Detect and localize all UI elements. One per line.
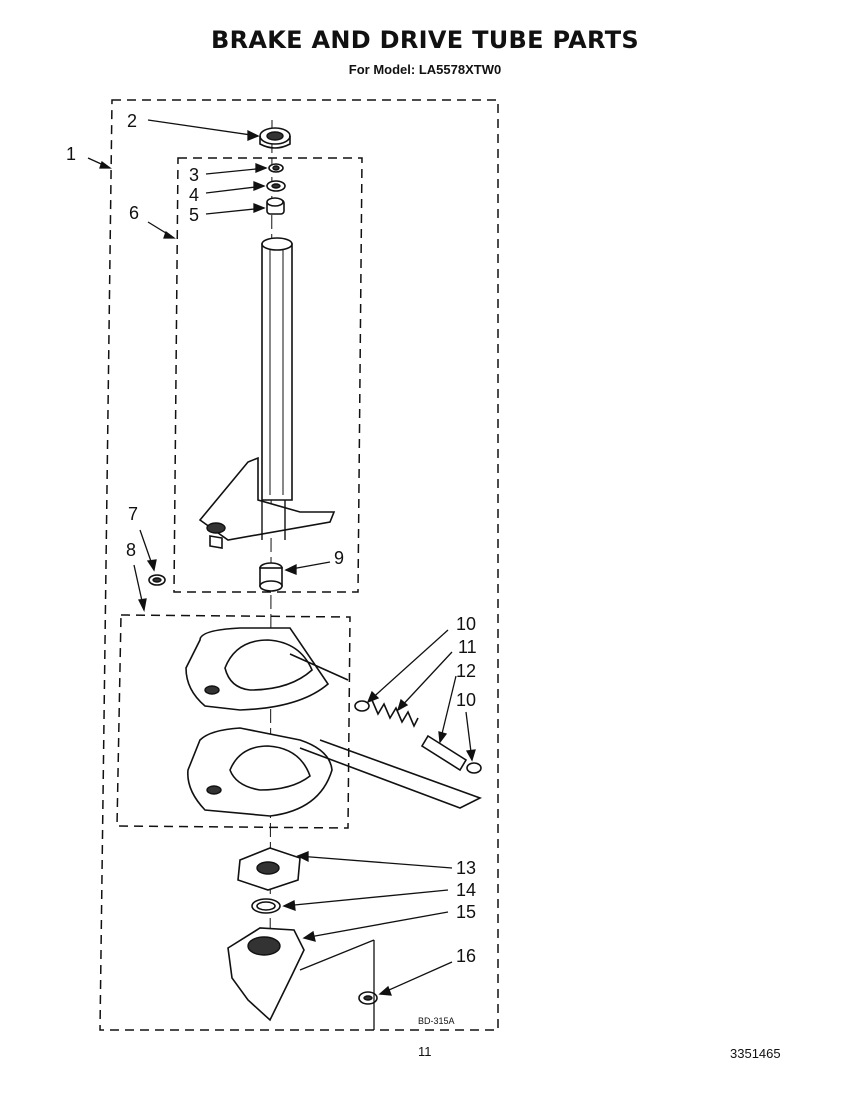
callout-label: 6: [129, 203, 139, 223]
callout-label: 16: [456, 946, 476, 966]
brake-outline-box: [116, 614, 351, 829]
bearing-part: [259, 127, 291, 149]
model-subtitle: For Model: LA5578XTW0: [348, 62, 502, 77]
callout-label: 9: [334, 548, 344, 568]
callout-label: 5: [189, 205, 199, 225]
brake-shoe-lower-part: [187, 727, 333, 817]
boot-part: [227, 927, 305, 1022]
clip-part: [148, 574, 166, 586]
drive-tube-part: [198, 237, 336, 549]
callout-label: 10: [456, 690, 476, 710]
mounting-flange-part: [237, 847, 301, 891]
assembly-outline-box: [99, 99, 499, 1031]
callout-label: 10: [456, 614, 476, 634]
callout-label: 12: [456, 661, 476, 681]
nut-part: [358, 991, 378, 1005]
callout-label: 7: [128, 504, 138, 524]
page-title: BRAKE AND DRIVE TUBE PARTS: [210, 26, 639, 54]
washer-part: [266, 180, 286, 192]
brake-shoe-upper-part: [185, 627, 330, 711]
leader-lines: [87, 119, 476, 996]
drawing-code: BD-315A: [418, 1016, 455, 1026]
drive-bushing-part: [259, 562, 283, 592]
drive-tube-outline-box: [173, 157, 363, 593]
page-number: 11: [418, 1044, 432, 1059]
callout-label: 4: [189, 185, 199, 205]
retaining-ring-part: [251, 898, 281, 914]
spring-assembly-part: [354, 699, 482, 774]
seal-part: [268, 163, 284, 173]
callout-label: 2: [127, 111, 137, 131]
callout-label: 15: [456, 902, 476, 922]
callout-label: 14: [456, 880, 476, 900]
document-number: 3351465: [730, 1046, 781, 1061]
callout-label: 3: [189, 165, 199, 185]
bushing-part: [266, 197, 285, 215]
callout-label: 1: [66, 144, 76, 164]
callout-label: 13: [456, 858, 476, 878]
callout-label: 8: [126, 540, 136, 560]
callout-label: 11: [458, 637, 477, 657]
